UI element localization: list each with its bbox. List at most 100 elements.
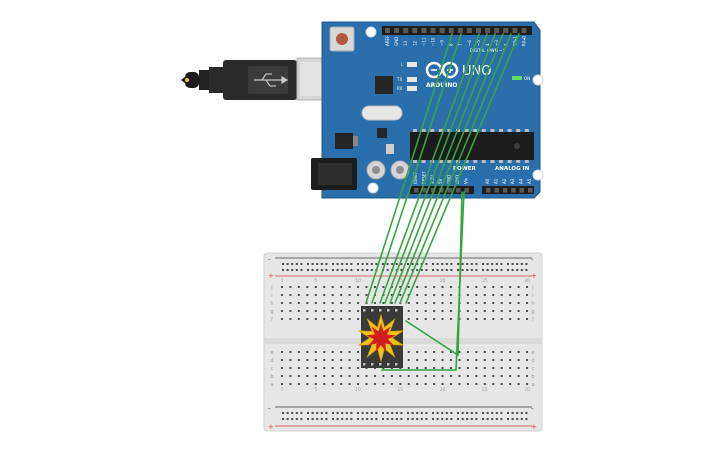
breadboard-hole[interactable] — [450, 269, 453, 271]
breadboard-hole[interactable] — [297, 351, 300, 353]
breadboard-hole[interactable] — [289, 359, 292, 361]
breadboard-hole[interactable] — [511, 412, 514, 414]
breadboard-hole[interactable] — [331, 302, 334, 304]
breadboard-hole[interactable] — [483, 302, 486, 304]
breadboard-hole[interactable] — [466, 351, 469, 353]
breadboard-hole[interactable] — [366, 418, 369, 420]
breadboard-hole[interactable] — [500, 294, 503, 296]
jumper-wire[interactable] — [365, 33, 453, 304]
digital-pin-socket[interactable] — [430, 28, 436, 33]
breadboard-hole[interactable] — [520, 412, 523, 414]
breadboard-hole[interactable] — [348, 375, 351, 377]
breadboard-hole[interactable] — [450, 383, 452, 385]
breadboard-hole[interactable] — [314, 310, 317, 312]
breadboard-hole[interactable] — [500, 412, 503, 414]
breadboard-hole[interactable] — [291, 263, 294, 265]
breadboard-hole[interactable] — [475, 286, 478, 288]
breadboard-hole[interactable] — [400, 263, 403, 265]
breadboard-hole[interactable] — [373, 383, 376, 385]
breadboard-hole[interactable] — [466, 302, 469, 304]
digital-pin-socket[interactable] — [412, 28, 418, 33]
breadboard-hole[interactable] — [492, 294, 495, 296]
breadboard-hole[interactable] — [441, 294, 444, 296]
breadboard-hole[interactable] — [348, 367, 351, 369]
breadboard-hole[interactable] — [289, 383, 292, 385]
breadboard-hole[interactable] — [509, 310, 512, 312]
digital-pin-sockets[interactable] — [385, 28, 527, 33]
breadboard-hole[interactable] — [526, 367, 529, 369]
breadboard-hole[interactable] — [517, 367, 520, 369]
breadboard-hole[interactable] — [416, 294, 419, 296]
breadboard-hole[interactable] — [336, 263, 339, 265]
breadboard-hole[interactable] — [433, 367, 436, 369]
breadboard-hole[interactable] — [495, 418, 498, 420]
breadboard-hole[interactable] — [526, 383, 529, 385]
breadboard-hole[interactable] — [516, 263, 519, 265]
breadboard-hole[interactable] — [441, 310, 444, 312]
breadboard-hole[interactable] — [492, 375, 495, 377]
breadboard-hole[interactable] — [348, 294, 351, 296]
breadboard-hole[interactable] — [357, 418, 359, 420]
breadboard-hole[interactable] — [495, 269, 498, 271]
breadboard-hole[interactable] — [314, 318, 317, 320]
breadboard-hole[interactable] — [450, 367, 452, 369]
breadboard-hole[interactable] — [340, 294, 343, 296]
breadboard-hole[interactable] — [281, 383, 283, 385]
analog-pin-socket[interactable] — [502, 188, 508, 193]
breadboard-hole[interactable] — [517, 302, 520, 304]
breadboard-hole[interactable] — [441, 412, 444, 414]
breadboard-hole[interactable] — [436, 269, 439, 271]
breadboard-hole[interactable] — [390, 375, 393, 377]
breadboard-hole[interactable] — [407, 418, 409, 420]
breadboard-hole[interactable] — [307, 263, 309, 265]
breadboard-hole[interactable] — [340, 383, 343, 385]
breadboard-hole[interactable] — [297, 286, 300, 288]
breadboard-hole[interactable] — [400, 412, 403, 414]
breadboard-hole[interactable] — [306, 310, 309, 312]
breadboard-hole[interactable] — [357, 351, 360, 353]
breadboard-hole[interactable] — [282, 418, 284, 420]
digital-pin-socket[interactable] — [439, 28, 445, 33]
breadboard-hole[interactable] — [382, 302, 385, 304]
breadboard-hole[interactable] — [475, 318, 478, 320]
breadboard-hole[interactable] — [331, 383, 334, 385]
breadboard-hole[interactable] — [416, 383, 419, 385]
breadboard-hole[interactable] — [424, 383, 427, 385]
breadboard-hole[interactable] — [282, 269, 284, 271]
breadboard-hole[interactable] — [526, 302, 529, 304]
breadboard-hole[interactable] — [331, 367, 334, 369]
breadboard-hole[interactable] — [445, 269, 448, 271]
breadboard-hole[interactable] — [509, 351, 512, 353]
breadboard-hole[interactable] — [492, 359, 495, 361]
breadboard-hole[interactable] — [307, 418, 309, 420]
breadboard-hole[interactable] — [370, 418, 373, 420]
breadboard-hole[interactable] — [416, 367, 419, 369]
breadboard-hole[interactable] — [390, 302, 393, 304]
breadboard-hole[interactable] — [336, 269, 339, 271]
breadboard-hole[interactable] — [517, 375, 520, 377]
breadboard-hole[interactable] — [483, 294, 486, 296]
breadboard-hole[interactable] — [492, 318, 495, 320]
breadboard-hole[interactable] — [436, 263, 439, 265]
breadboard-hole[interactable] — [445, 263, 448, 265]
breadboard-hole[interactable] — [457, 263, 459, 265]
breadboard-hole[interactable] — [509, 359, 512, 361]
breadboard-hole[interactable] — [466, 367, 469, 369]
breadboard-hole[interactable] — [407, 286, 410, 288]
breadboard-hole[interactable] — [507, 263, 509, 265]
breadboard-hole[interactable] — [483, 383, 486, 385]
breadboard-hole[interactable] — [340, 302, 343, 304]
breadboard-hole[interactable] — [391, 412, 394, 414]
breadboard-hole[interactable] — [295, 418, 298, 420]
breadboard-hole[interactable] — [323, 383, 326, 385]
breadboard-hole[interactable] — [373, 286, 376, 288]
breadboard-hole[interactable] — [336, 418, 339, 420]
digital-pin-socket[interactable] — [494, 28, 500, 33]
breadboard-hole[interactable] — [357, 263, 359, 265]
breadboard-hole[interactable] — [400, 418, 403, 420]
power-pin-socket[interactable] — [430, 188, 436, 193]
breadboard-hole[interactable] — [357, 367, 360, 369]
breadboard-hole[interactable] — [348, 302, 351, 304]
breadboard-hole[interactable] — [281, 302, 283, 304]
breadboard-hole[interactable] — [466, 418, 469, 420]
